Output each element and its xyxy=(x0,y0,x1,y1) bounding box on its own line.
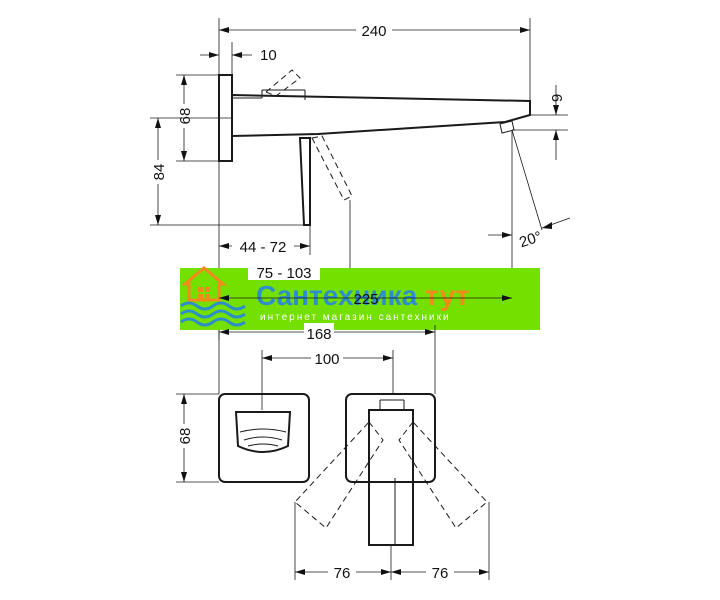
dim-spout-drop: 9 xyxy=(549,94,566,102)
handle-wall-plate xyxy=(345,393,436,483)
watermark-band xyxy=(180,268,540,330)
spout-body xyxy=(231,93,531,138)
dim-handle-center: 100 xyxy=(314,351,339,368)
side-view: 240 10 68 84 9 xyxy=(150,18,571,340)
house-logo-icon xyxy=(180,266,246,327)
dim-spout-height: 84 xyxy=(151,164,168,181)
dim-plate-thickness: 10 xyxy=(260,47,277,64)
lever-tilted-dashed xyxy=(311,135,353,201)
dim-swing-left: 76 xyxy=(334,565,351,582)
dim-plate-height: 68 xyxy=(177,108,194,125)
dim-total-length: 240 xyxy=(361,23,386,40)
dim-swing-right: 76 xyxy=(432,565,449,582)
lever-side xyxy=(298,137,311,226)
dim-outlet-range: 75 - 103 xyxy=(256,265,311,282)
dim-front-plate-height: 68 xyxy=(177,428,194,445)
dim-angle: 20° xyxy=(517,228,544,251)
dim-handle-range: 44 - 72 xyxy=(240,239,287,256)
front-view: 168 100 68 xyxy=(176,323,490,582)
watermark-subtitle: интернет магазин сантехники xyxy=(260,312,451,323)
spout-wall-plate xyxy=(218,393,310,483)
spout-outlet-icon xyxy=(234,411,292,453)
handle-swing-left xyxy=(294,421,384,529)
dim-outlet-distance: 225 xyxy=(353,291,378,308)
handle-swing-right xyxy=(398,421,488,529)
lever-up-dashed xyxy=(265,69,301,97)
dim-plates-span: 168 xyxy=(306,326,331,343)
